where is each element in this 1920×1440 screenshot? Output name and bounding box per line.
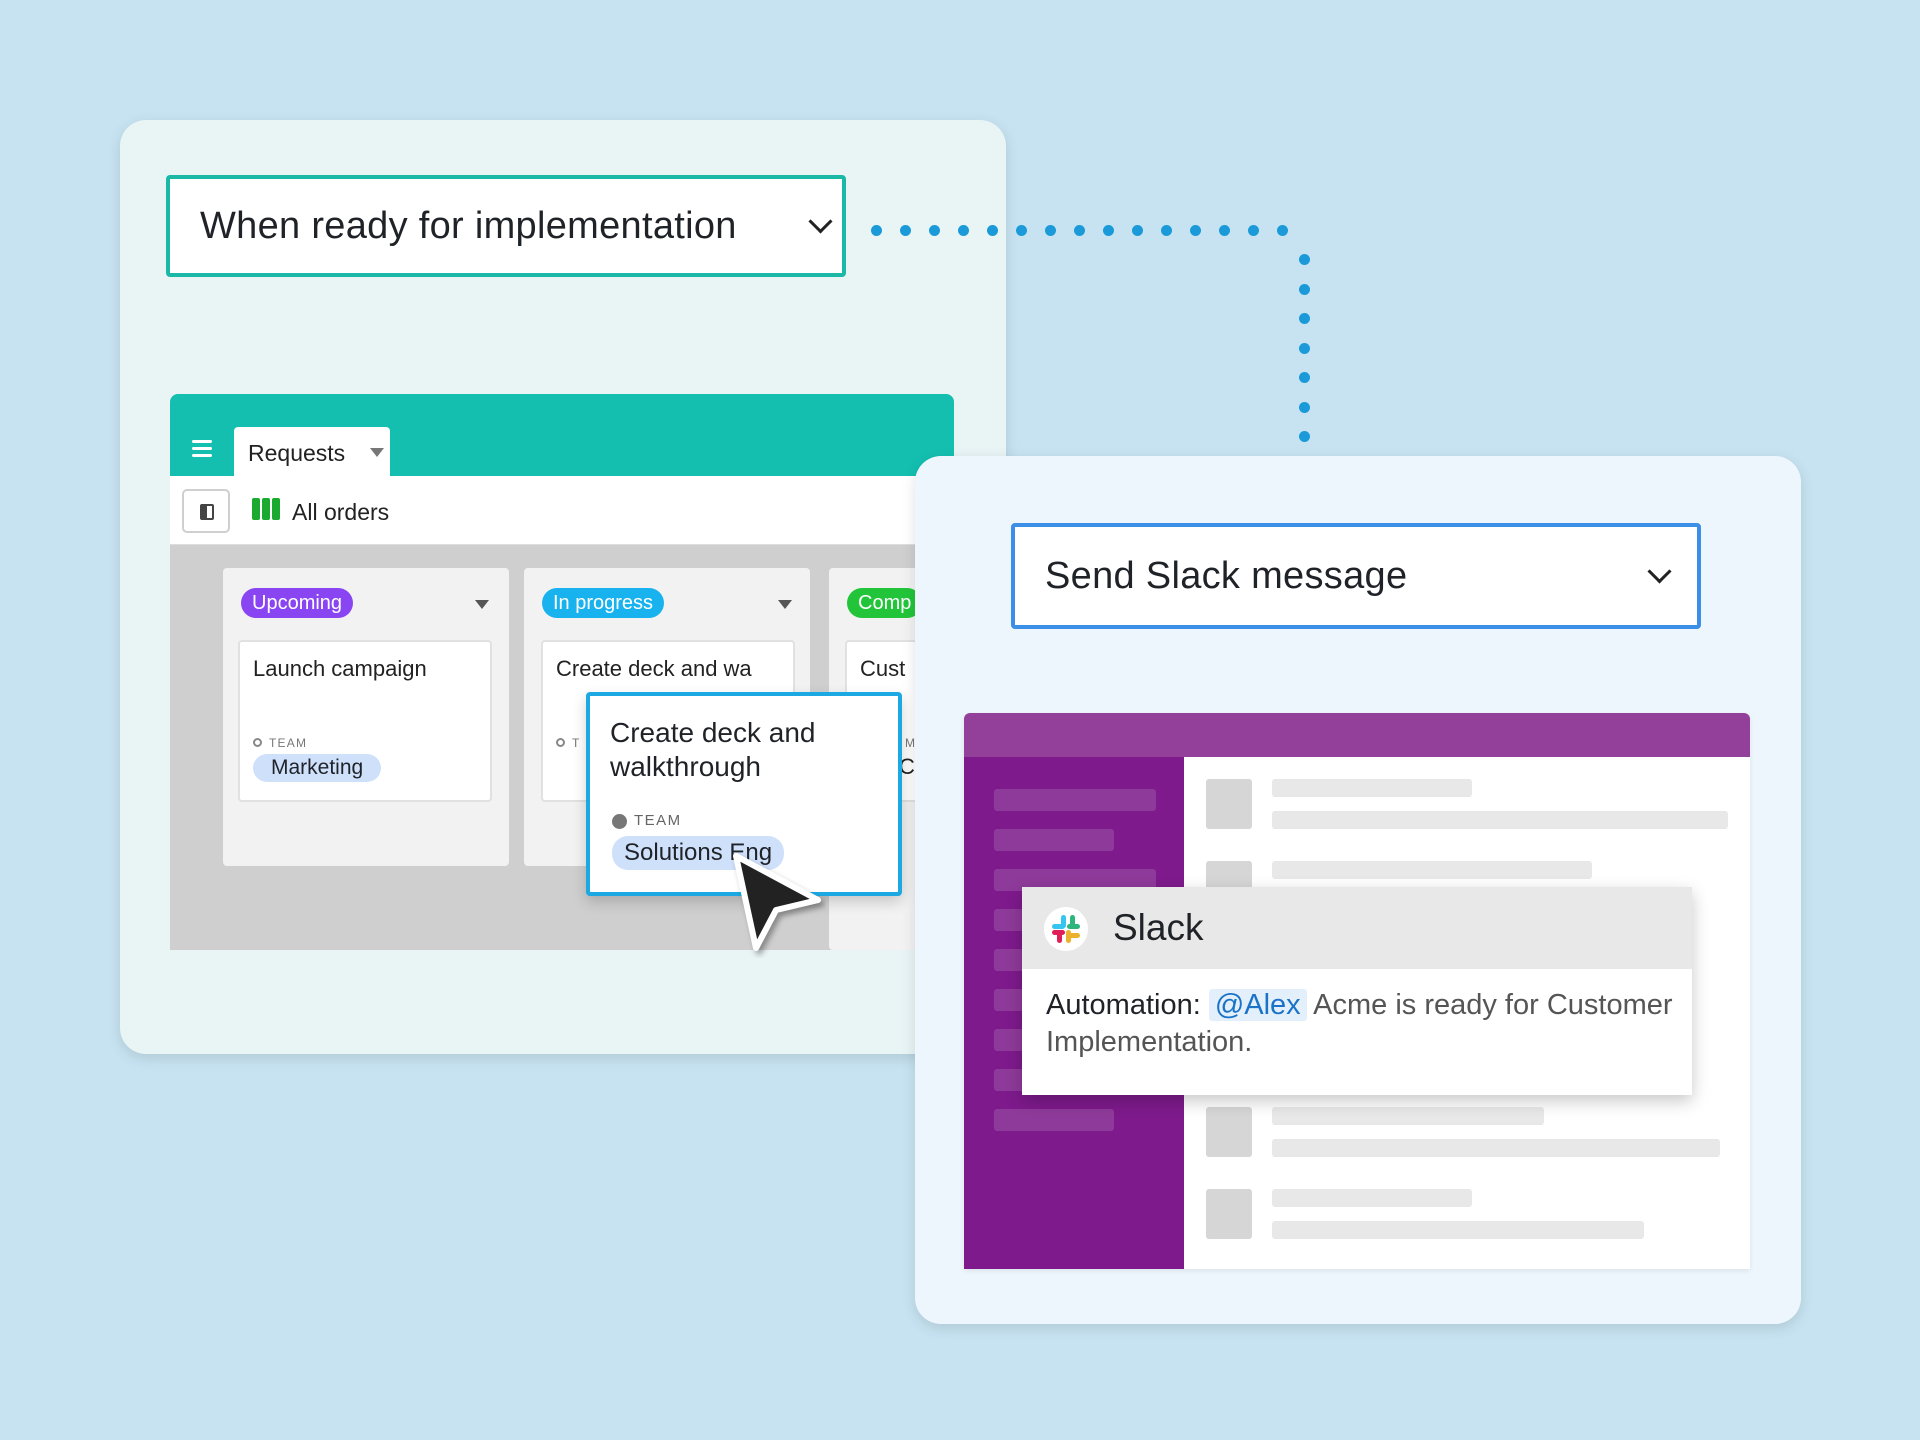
connector-dot [1277,225,1288,236]
connector-dot [1299,372,1310,383]
card-title: Launch campaign [253,656,427,681]
connector-dot [1161,225,1172,236]
trigger-label: When ready for implementation [200,204,737,247]
field-label: M [905,736,917,750]
connector-dot [1299,401,1310,413]
slack-logo-icon [1044,907,1088,951]
tab-requests[interactable]: Requests [234,427,390,477]
connector-dot [1190,225,1201,236]
column-menu-icon[interactable] [475,600,489,609]
menu-icon[interactable] [192,440,214,458]
connector-dot [900,225,911,236]
field-label: TEAM [269,736,308,750]
field-label: TEAM [634,812,682,829]
connector-dot [871,225,882,236]
connector-dot [929,225,940,236]
notification-message: Automation: @Alex Acme is ready for Cust… [1046,987,1676,1061]
cursor-arrow-icon [733,853,821,951]
action-dropdown[interactable]: Send Slack message [1011,523,1701,629]
connector-dot [958,225,969,236]
chevron-down-icon [1647,559,1672,584]
kanban-view-icon [252,498,282,520]
connector-dot [1103,225,1114,236]
message-lead: Automation: [1046,989,1201,1021]
connector-dot [1016,225,1027,236]
status-badge: Upcoming [241,588,354,618]
view-name[interactable]: All orders [292,499,390,525]
record-card[interactable]: Launch campaign TEAM Marketing [238,640,492,802]
status-badge: Comp [847,588,923,618]
card-title: Create deck and walkthrough [610,717,816,782]
team-tag: Marketing [253,754,382,782]
kanban-column-upcoming: Upcoming Launch campaign TEAM Marketing [223,568,509,866]
status-badge: In progress [542,588,665,618]
field-icon [253,738,262,747]
trigger-dropdown[interactable]: When ready for implementation [166,175,846,277]
caret-down-icon [370,448,384,457]
user-mention[interactable]: @Alex [1208,989,1307,1021]
connector-dot [1074,225,1085,236]
field-icon [612,814,627,829]
notification-app-name: Slack [1113,907,1204,948]
connector-dot [1299,313,1310,324]
connector-dot [1299,431,1310,442]
connector-dot [1299,342,1310,354]
connector-dot [1248,225,1259,236]
chevron-down-icon [808,209,833,234]
card-title: Cust [860,656,906,681]
slack-notification: Slack Automation: @Alex Acme is ready fo… [1022,887,1692,1095]
slack-topbar [964,713,1750,757]
field-icon [556,738,565,747]
connector-dot [1299,283,1310,295]
connector-dot [987,225,998,236]
connector-dot [1219,225,1230,236]
field-label: T [572,736,581,750]
card-title: Create deck and wa [556,656,752,681]
view-bar: All orders [170,476,954,545]
sidebar-icon [200,504,214,520]
notification-header: Slack [1022,887,1692,969]
action-label: Send Slack message [1045,554,1408,597]
base-header: Requests [170,394,954,477]
message-text: Acme is ready for Customer Implementatio… [1046,989,1673,1058]
connector-dot [1045,225,1056,236]
connector-dot [1132,225,1143,236]
connector-dot [1299,254,1310,265]
column-menu-icon[interactable] [778,600,792,609]
sidebar-toggle-button[interactable] [182,489,230,533]
dragged-record-card[interactable]: Create deck and walkthrough TEAM Solutio… [586,692,902,896]
tab-label: Requests [248,440,346,466]
